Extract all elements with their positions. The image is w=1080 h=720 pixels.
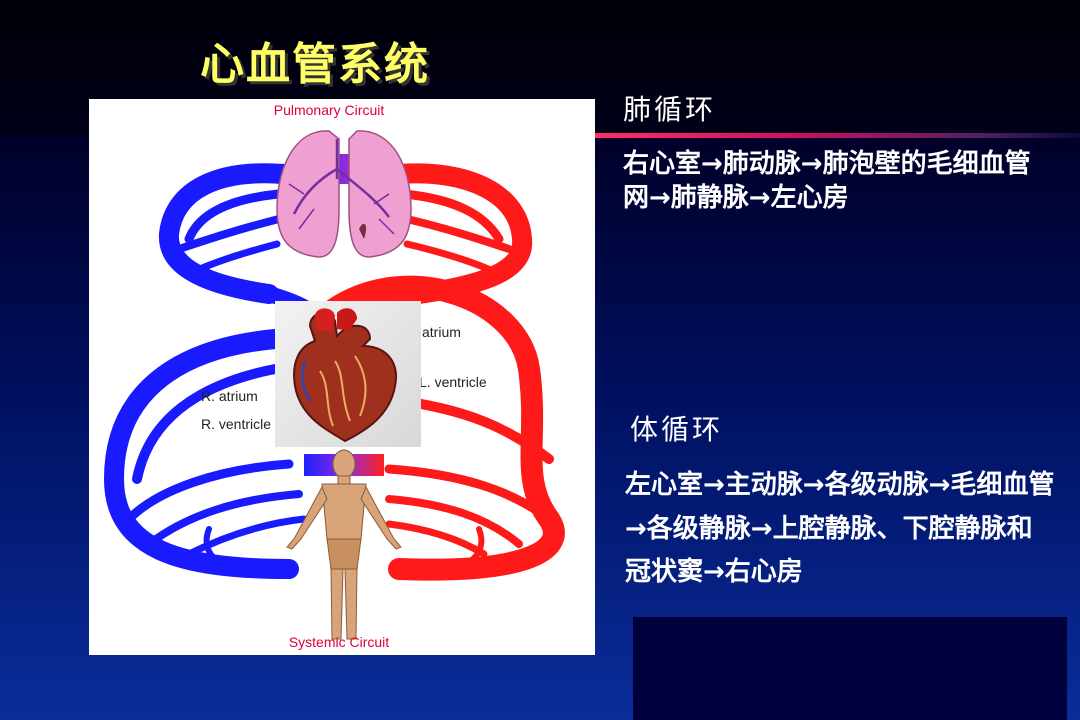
r-ventricle-label: R. ventricle: [201, 416, 271, 432]
heart-photo: [275, 301, 421, 447]
pulmonary-circuit-label: Pulmonary Circuit: [274, 102, 385, 118]
lungs-illustration: [276, 130, 412, 258]
systemic-heading: 体循环: [630, 413, 724, 446]
systemic-circuit-label: Systemic Circuit: [289, 634, 389, 650]
circulation-diagram: Pulmonary Circuit Systemic Circuit atriu…: [89, 99, 595, 655]
r-atrium-label: R. atrium: [201, 388, 258, 404]
pulmonary-description: 右心室→肺动脉→肺泡壁的毛细血管网→肺静脉→左心房: [623, 149, 1031, 213]
l-ventricle-label: L. ventricle: [419, 374, 487, 390]
pulmonary-heading: 肺循环: [623, 93, 717, 126]
human-figure: [286, 449, 402, 640]
accent-divider: [595, 133, 1080, 138]
systemic-veins-left: [103, 329, 308, 579]
systemic-description: 左心室→主动脉→各级动脉→毛细血管→各级静脉→上腔静脉、下腔静脉和冠状窦→右心房: [625, 470, 1055, 588]
l-atrium-label: atrium: [422, 324, 461, 340]
heart-icon: [293, 308, 397, 443]
corner-block: [633, 617, 1067, 720]
slide-title: 心血管系统: [200, 39, 430, 90]
